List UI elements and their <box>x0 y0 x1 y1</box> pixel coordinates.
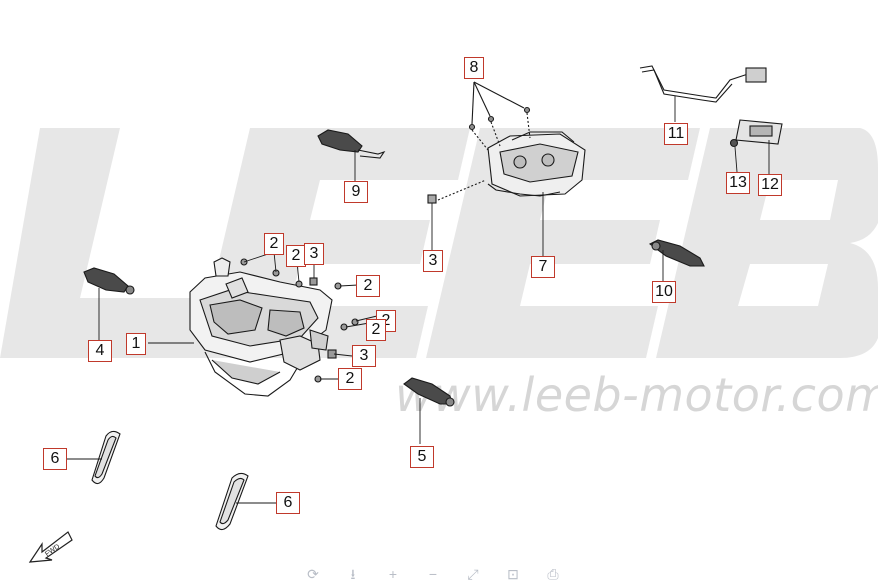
nut-13 <box>729 138 739 148</box>
headlight-assembly <box>189 257 333 397</box>
callout-5: 5 <box>410 446 434 468</box>
turn-signal-4 <box>83 267 135 295</box>
zoom-out-icon[interactable]: − <box>428 566 438 582</box>
reflector-6-left <box>91 430 121 485</box>
callout-3: 3 <box>423 250 443 272</box>
callout-2: 2 <box>338 368 362 390</box>
instrument-cluster <box>487 131 586 197</box>
callout-6: 6 <box>276 492 300 514</box>
zoom-in-icon[interactable]: + <box>388 566 398 582</box>
callout-2: 2 <box>286 245 306 267</box>
callout-10: 10 <box>652 281 676 303</box>
print-icon[interactable]: ⎙ <box>547 566 559 582</box>
rotate-icon[interactable]: ⟳ <box>307 566 319 582</box>
reflector-6-right <box>215 472 249 531</box>
wire-harness-11 <box>639 65 767 103</box>
cluster-screws <box>468 106 531 151</box>
callout-12: 12 <box>758 174 782 196</box>
download-icon[interactable]: ⭳ <box>350 566 356 582</box>
callout-13: 13 <box>726 172 750 194</box>
callout-1: 1 <box>126 333 146 355</box>
callout-4: 4 <box>88 340 112 362</box>
turn-signal-9 <box>317 129 386 159</box>
callout-3: 3 <box>352 345 376 367</box>
turn-signal-10 <box>648 239 705 267</box>
forward-direction-arrow-icon: FWD <box>28 531 73 563</box>
fullscreen-icon[interactable]: ⤢ <box>467 566 479 582</box>
callout-3: 3 <box>304 243 324 265</box>
fit-icon[interactable]: ⊡ <box>507 566 519 582</box>
turn-signal-5 <box>403 377 455 407</box>
callout-2: 2 <box>356 275 380 297</box>
callout-9: 9 <box>344 181 368 203</box>
callout-11: 11 <box>664 123 688 145</box>
headlight-bolts <box>240 258 359 383</box>
svg-text:FWD: FWD <box>44 543 61 558</box>
callout-2: 2 <box>366 319 386 341</box>
viewer-toolbar: ⟳ ⭳ + − ⤢ ⊡ ⎙ <box>305 566 585 582</box>
callout-2: 2 <box>264 233 284 255</box>
license-lamp-12 <box>735 119 783 145</box>
callout-6: 6 <box>43 448 67 470</box>
callout-7: 7 <box>531 256 555 278</box>
callout-8: 8 <box>464 57 484 79</box>
website-watermark: www.leeb-motor.com <box>395 368 878 422</box>
